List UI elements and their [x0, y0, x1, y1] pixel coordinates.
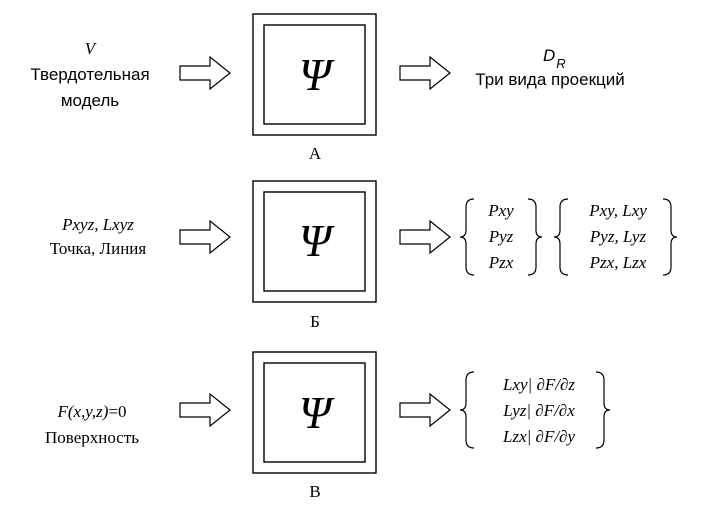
row-c: F(x,y,z)=0 Поверхность Ψ В Lxy| ∂F/∂z Ly…	[45, 351, 611, 501]
row-b-output-arrow	[399, 220, 451, 254]
row-a-input-label-1: Твердотельная	[30, 65, 149, 84]
row-a-output-label: Три вида проекций	[475, 70, 624, 89]
row-c-set-item-1: Lxy| ∂F/∂z	[502, 375, 575, 394]
row-b-operator-outer-box	[252, 180, 377, 303]
row-a-input-arrow	[179, 56, 231, 90]
row-b-set2-item-2: Pyz, Lyz	[589, 227, 647, 246]
row-a-operator-outer-box	[252, 13, 377, 136]
row-c-psi-symbol: Ψ	[299, 387, 335, 438]
row-a-input-symbol: V	[85, 39, 98, 58]
row-c-input-label: Поверхность	[45, 428, 139, 447]
row-c-input-arrow	[179, 393, 231, 427]
row-a-psi-symbol: Ψ	[299, 49, 335, 100]
row-b-set1-item-3: Pzx	[488, 253, 514, 272]
row-b-input-symbol: Pxyz, Lxyz	[61, 215, 134, 234]
row-c-caption: В	[309, 482, 320, 501]
row-b-set1-right-brace	[527, 198, 543, 276]
row-c-set-left-brace	[459, 371, 475, 449]
row-c-operator-inner-box	[263, 362, 366, 463]
row-b-set2-left-brace	[553, 198, 569, 276]
row-c-input-equation: F(x,y,z)=0	[56, 402, 126, 421]
row-c-set-item-2: Lyz| ∂F/∂x	[502, 401, 575, 420]
row-b-set2-item-3: Pzx, Lzx	[589, 253, 647, 272]
row-a-caption: А	[309, 144, 322, 163]
row-c-output-arrow	[399, 393, 451, 427]
row-c-operator-outer-box	[252, 351, 377, 474]
row-b-set1-left-brace	[459, 198, 475, 276]
row-b-set1-item-1: Pxy	[487, 201, 514, 220]
row-b-set2-item-1: Pxy, Lxy	[588, 201, 647, 220]
row-b-caption: Б	[310, 312, 320, 331]
row-b-operator-inner-box	[263, 191, 366, 292]
row-b-psi-symbol: Ψ	[299, 215, 335, 266]
row-b-input-label: Точка, Линия	[50, 239, 147, 258]
row-b-set1-item-2: Pyz	[488, 227, 514, 246]
row-c-set-right-brace	[595, 371, 611, 449]
row-a-operator-inner-box	[263, 24, 366, 125]
row-b-input-arrow	[179, 220, 231, 254]
row-a: V Твердотельная модель Ψ А DR Три вида п…	[30, 13, 625, 163]
row-a-input-label-2: модель	[61, 91, 119, 110]
row-b-set2-right-brace	[662, 198, 678, 276]
row-b: Pxyz, Lxyz Точка, Линия Ψ Б Pxy Pyz Pzx …	[50, 180, 678, 331]
row-a-output-arrow	[399, 56, 451, 90]
row-a-output-symbol: DR	[543, 46, 566, 71]
row-c-set-item-3: Lzx| ∂F/∂y	[502, 427, 575, 446]
